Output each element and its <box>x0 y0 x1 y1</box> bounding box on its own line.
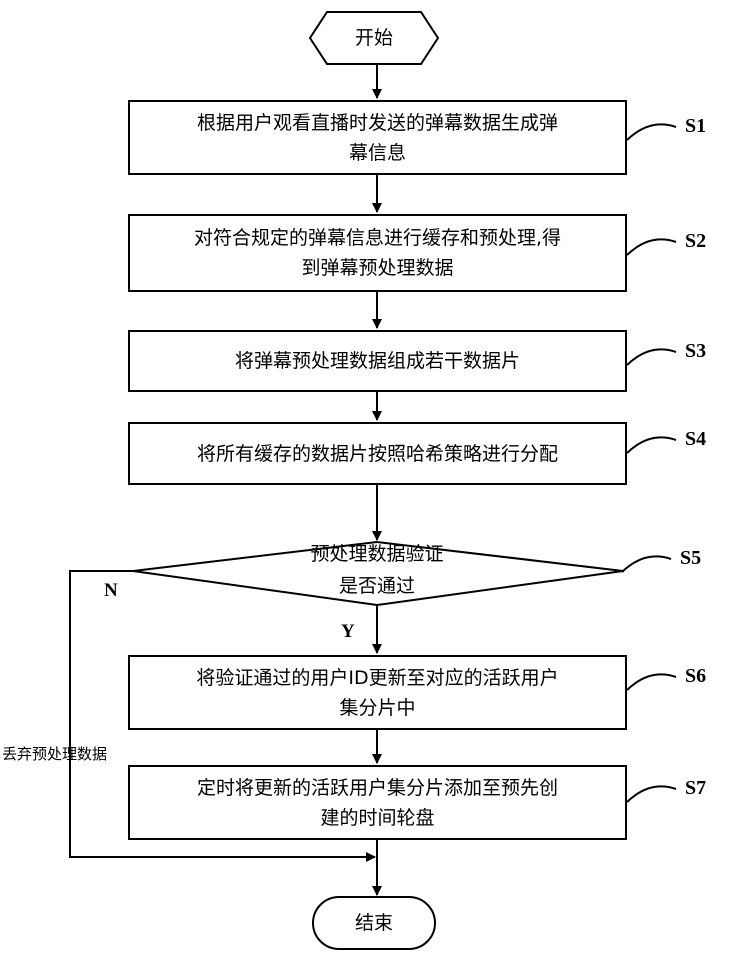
leader-s3 <box>627 349 676 365</box>
step-s1-line-1: 根据用户观看直播时发送的弹幕数据生成弹 <box>197 108 558 138</box>
leader-s5 <box>622 556 671 572</box>
step-box-s3: 将弹幕预处理数据组成若干数据片 <box>128 330 627 392</box>
branch-no-label: N <box>104 580 118 602</box>
decision-line-1: 预处理数据验证 <box>277 542 477 566</box>
leader-s4 <box>627 437 676 453</box>
decision-line-2: 是否通过 <box>277 574 477 598</box>
step-s2-line-1: 对符合规定的弹幕信息进行缓存和预处理,得 <box>194 223 561 253</box>
step-s4-line-1: 将所有缓存的数据片按照哈希策略进行分配 <box>197 439 558 469</box>
step-s7-line-1: 定时将更新的活跃用户集分片添加至预先创 <box>197 773 558 803</box>
step-id-s3: S3 <box>685 340 706 363</box>
leader-s1 <box>627 124 676 140</box>
step-s3-line-1: 将弹幕预处理数据组成若干数据片 <box>235 346 520 376</box>
step-id-s4: S4 <box>685 428 706 451</box>
step-id-s5: S5 <box>680 547 701 570</box>
step-box-s1: 根据用户观看直播时发送的弹幕数据生成弹 幕信息 <box>128 100 627 175</box>
step-id-s7: S7 <box>685 777 706 800</box>
step-box-s7: 定时将更新的活跃用户集分片添加至预先创 建的时间轮盘 <box>128 765 627 840</box>
step-s6-line-1: 将验证通过的用户ID更新至对应的活跃用户 <box>196 663 558 693</box>
end-label: 结束 <box>313 911 435 935</box>
branch-yes-label: Y <box>341 621 355 643</box>
step-s1-line-2: 幕信息 <box>197 138 558 168</box>
step-s2-line-2: 到弹幕预处理数据 <box>194 253 561 283</box>
leader-s7 <box>627 786 676 802</box>
leader-s2 <box>627 239 676 255</box>
step-id-s6: S6 <box>685 665 706 688</box>
step-s7-line-2: 建的时间轮盘 <box>197 803 558 833</box>
step-s6-line-2: 集分片中 <box>196 693 558 723</box>
start-label: 开始 <box>328 26 420 50</box>
discard-label: 丢弃预处理数据 <box>2 743 107 764</box>
step-id-s1: S1 <box>685 115 706 138</box>
step-box-s2: 对符合规定的弹幕信息进行缓存和预处理,得 到弹幕预处理数据 <box>128 214 627 292</box>
step-id-s2: S2 <box>685 230 706 253</box>
leader-s6 <box>627 674 676 690</box>
step-box-s6: 将验证通过的用户ID更新至对应的活跃用户 集分片中 <box>128 655 627 730</box>
step-box-s4: 将所有缓存的数据片按照哈希策略进行分配 <box>128 422 627 485</box>
